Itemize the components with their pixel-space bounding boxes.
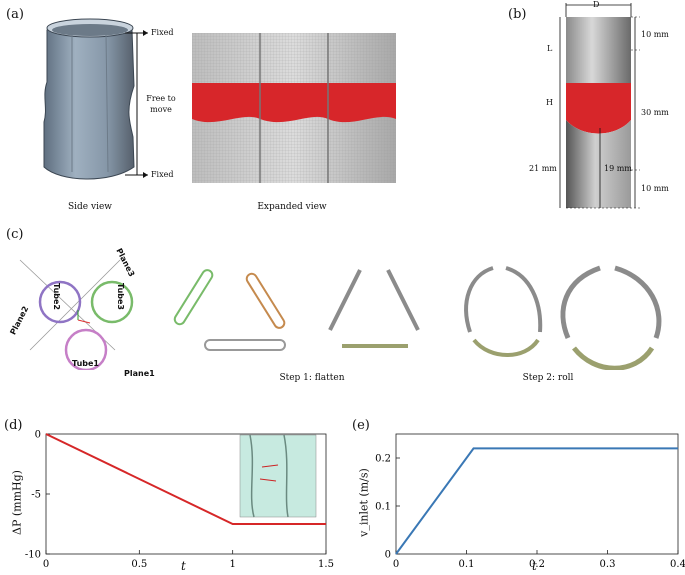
panel-b-label: (b) bbox=[508, 7, 527, 22]
free-to-move-label: Free to move bbox=[146, 94, 176, 114]
dim-10mm-bottom: 10 mm bbox=[641, 184, 669, 193]
panel-a-label: (a) bbox=[6, 7, 24, 22]
side-view-arrows bbox=[125, 30, 148, 178]
fixed-bottom-label: Fixed bbox=[151, 170, 174, 179]
dim-19mm: 19 mm bbox=[604, 164, 632, 173]
chart-e-ytick-label-0: 0 bbox=[385, 550, 391, 561]
chart-e-frame bbox=[395, 433, 679, 555]
chart-d-xlabel: t bbox=[181, 559, 186, 573]
chart-e-ylabel: v_inlet (m/s) bbox=[357, 468, 371, 537]
tube2-label: Tube2 bbox=[52, 283, 61, 310]
chart-e-xtick-label-0: 0 bbox=[393, 559, 399, 570]
chart-d-ytick-label-2: -10 bbox=[25, 550, 41, 561]
panel-c-label: (c) bbox=[6, 227, 24, 242]
chart-e-series-line-0 bbox=[395, 447, 678, 555]
expanded-view-caption: Expanded view bbox=[257, 202, 327, 212]
dim-30mm: 30 mm bbox=[641, 108, 669, 117]
step1-caption: Step 1: flatten bbox=[279, 373, 345, 383]
dim-10mm-top: 10 mm bbox=[641, 30, 669, 39]
chart-d-xtick-label-1: 0.5 bbox=[131, 559, 147, 570]
chart-e-ytick-label-2: 0.2 bbox=[375, 454, 391, 465]
chart-d-inset bbox=[239, 434, 317, 518]
panel-b-geometry bbox=[559, 3, 640, 209]
dim-21mm: 21 mm bbox=[529, 164, 557, 173]
dim-H: H bbox=[546, 98, 553, 107]
panel-c-drawings bbox=[19, 259, 662, 370]
expanded-view bbox=[192, 33, 396, 183]
dim-L: L bbox=[547, 44, 553, 53]
side-view-tube bbox=[43, 18, 135, 180]
chart-d-xtick-label-3: 1.5 bbox=[318, 559, 334, 570]
dim-D: D bbox=[593, 0, 600, 9]
panel-e-label: (e) bbox=[352, 418, 370, 433]
fixed-top-label: Fixed bbox=[151, 28, 174, 37]
side-view-caption: Side view bbox=[68, 202, 112, 212]
chart-e-xtick-label-2: 0.2 bbox=[529, 559, 545, 570]
chart-d-series-line-0 bbox=[45, 433, 326, 525]
chart-e: 0 0.1 0.2 0.3 0.4 0 0.1 0.2 bbox=[375, 433, 685, 570]
chart-e-xtick-label-3: 0.3 bbox=[600, 559, 616, 570]
chart-d-ylabel: ΔP (mmHg) bbox=[10, 470, 24, 535]
chart-d-xtick-label-0: 0 bbox=[43, 559, 49, 570]
chart-d-xtick-label-2: 1 bbox=[229, 559, 235, 570]
step2-caption: Step 2: roll bbox=[522, 373, 574, 383]
chart-e-xtick-label-1: 0.1 bbox=[459, 559, 475, 570]
tube3-label: Tube3 bbox=[116, 283, 125, 310]
chart-e-ytick-label-1: 0.1 bbox=[375, 502, 391, 513]
chart-d-ytick-label-0: 0 bbox=[35, 430, 41, 441]
panel-d-label: (d) bbox=[4, 418, 23, 433]
chart-d: 0 0.5 1 1.5 0 -5 -10 bbox=[25, 430, 334, 571]
plane1-label: Plane1 bbox=[124, 369, 155, 378]
chart-e-xlabel: t bbox=[532, 559, 537, 573]
chart-e-xtick-label-4: 0.4 bbox=[670, 559, 685, 570]
tube1-label: Tube1 bbox=[72, 359, 99, 368]
chart-d-ytick-label-1: -5 bbox=[31, 490, 41, 501]
